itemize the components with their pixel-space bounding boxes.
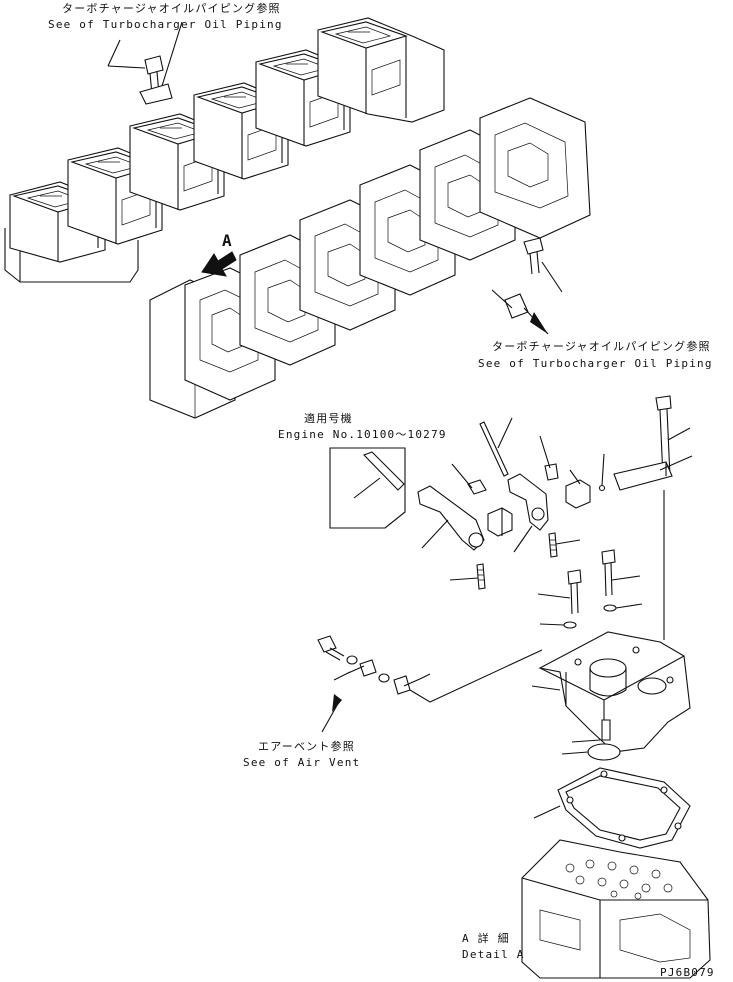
adjusting-screw-left: [449, 563, 486, 590]
air-vent-arrow: [321, 694, 342, 733]
upper-cylinder-head-row: [4, 17, 445, 283]
view-arrow-a: [201, 251, 237, 277]
detail-a-jp: A 詳 細: [462, 932, 510, 945]
drawing-code: PJ6B079: [660, 966, 715, 979]
gasket: [533, 767, 691, 849]
cylinder-head-detail: [521, 839, 711, 979]
engine-number-range: Engine No.10100～10279: [278, 428, 447, 441]
cover-stud: [571, 719, 611, 743]
air-vent-ref-en: See of Air Vent: [243, 756, 361, 769]
washers: [539, 603, 643, 629]
arrow-a-label: A: [222, 231, 232, 250]
o-ring: [561, 743, 621, 761]
cover-bolt-left: [537, 569, 582, 615]
valve-cover: [531, 631, 691, 753]
bridge-tube: [613, 455, 693, 640]
leader-top: [107, 39, 121, 67]
push-rod: [479, 417, 513, 477]
cover-bolt-right: [601, 549, 641, 597]
adjusting-screw-right: [548, 532, 581, 558]
right-ref-jp: ターボチャージャオイルパイピング参照: [492, 340, 711, 353]
air-vent-ref-jp: エアーベント参照: [258, 740, 355, 753]
engine-applicable-jp: 適用号機: [304, 412, 353, 425]
top-ref-jp: ターボチャージャオイルパイピング参照: [62, 2, 281, 15]
rocker-bush-right: [565, 469, 591, 509]
right-bolt-bracket: [491, 237, 563, 335]
air-vent-fitting: [317, 635, 543, 703]
top-bolt-bracket: [107, 21, 183, 105]
rocker-bush-left: [487, 507, 513, 537]
engine-number-callout: [329, 447, 406, 529]
rocker-arm-right: [507, 435, 559, 553]
small-ball: [598, 453, 606, 492]
rocker-arm-left: [417, 463, 487, 551]
lower-cylinder-head-row: [149, 97, 591, 419]
top-ref-en: See of Turbocharger Oil Piping: [48, 18, 283, 31]
right-ref-en: See of Turbocharger Oil Piping: [478, 357, 713, 370]
detail-a-en: Detail A: [462, 948, 525, 961]
upper-head-6: [317, 17, 445, 123]
